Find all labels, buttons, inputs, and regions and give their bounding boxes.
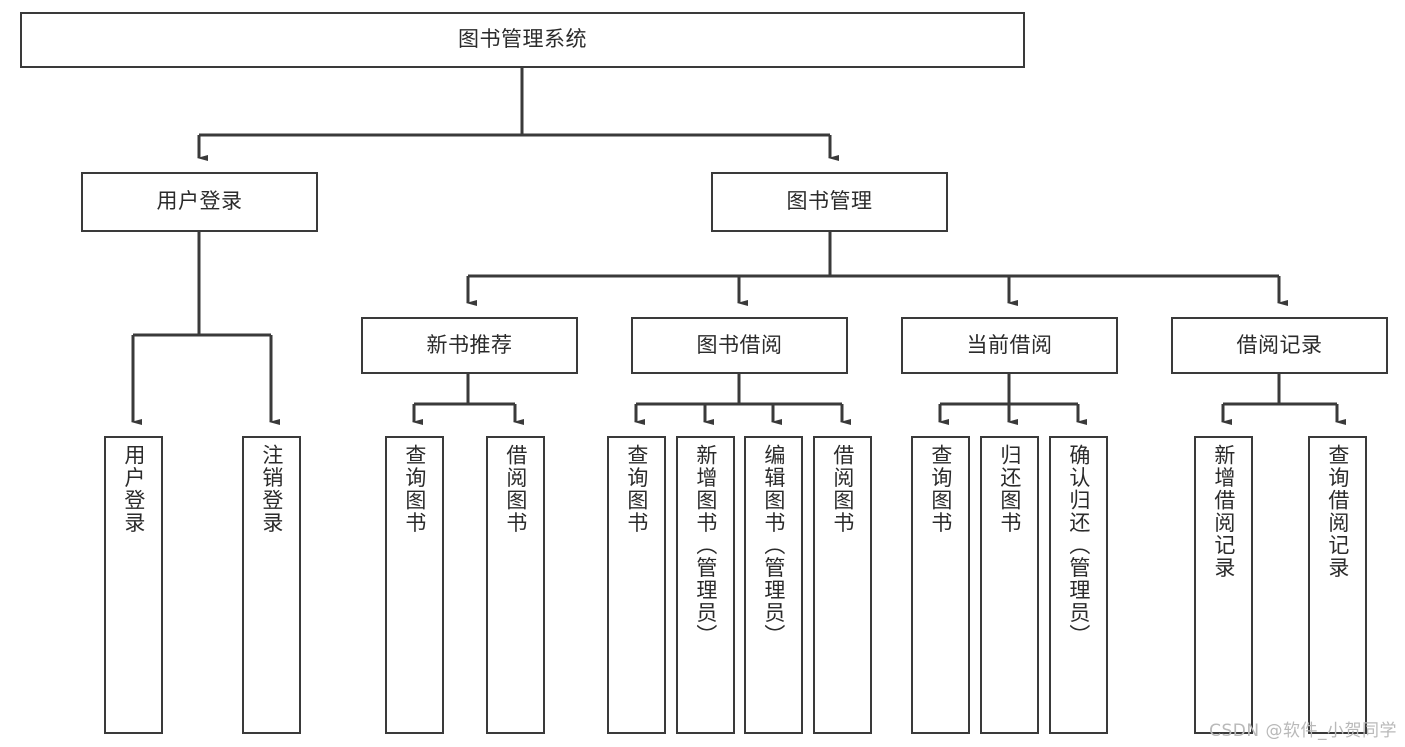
node-leaf-borrow-book-2-label: 借阅图书 [830,444,855,534]
node-borrow-record[interactable]: 借阅记录 [1171,317,1388,374]
node-leaf-query-book-1[interactable]: 查询图书 [385,436,444,734]
node-leaf-logout[interactable]: 注销登录 [242,436,301,734]
node-leaf-user-login-label: 用户登录 [121,444,146,534]
node-leaf-add-record[interactable]: 新增借阅记录 [1194,436,1253,734]
watermark-text: CSDN @软件_小贺同学 [1209,721,1397,741]
node-user-login[interactable]: 用户登录 [81,172,318,232]
node-leaf-query-book-2[interactable]: 查询图书 [607,436,666,734]
node-leaf-query-record-label: 查询借阅记录 [1325,444,1350,579]
node-leaf-confirm-return[interactable]: 确认归还（管理员） [1049,436,1108,734]
node-leaf-edit-book[interactable]: 编辑图书（管理员） [744,436,803,734]
node-leaf-add-book[interactable]: 新增图书（管理员） [676,436,735,734]
node-book-management[interactable]: 图书管理 [711,172,948,232]
node-root-system[interactable]: 图书管理系统 [20,12,1025,68]
node-leaf-return-book[interactable]: 归还图书 [980,436,1039,734]
node-leaf-user-login[interactable]: 用户登录 [104,436,163,734]
node-leaf-edit-book-label: 编辑图书（管理员） [761,444,786,647]
node-leaf-query-book-3[interactable]: 查询图书 [911,436,970,734]
node-book-borrow[interactable]: 图书借阅 [631,317,848,374]
node-new-book-recommend[interactable]: 新书推荐 [361,317,578,374]
node-leaf-confirm-return-label: 确认归还（管理员） [1066,444,1091,647]
node-leaf-borrow-book-1[interactable]: 借阅图书 [486,436,545,734]
node-leaf-query-book-2-label: 查询图书 [624,444,649,534]
node-current-borrow[interactable]: 当前借阅 [901,317,1118,374]
node-leaf-add-book-label: 新增图书（管理员） [693,444,718,647]
node-leaf-logout-label: 注销登录 [259,444,284,534]
node-leaf-borrow-book-2[interactable]: 借阅图书 [813,436,872,734]
node-leaf-query-record[interactable]: 查询借阅记录 [1308,436,1367,734]
node-leaf-query-book-1-label: 查询图书 [402,444,427,534]
node-leaf-borrow-book-1-label: 借阅图书 [503,444,528,534]
node-leaf-query-book-3-label: 查询图书 [928,444,953,534]
node-leaf-add-record-label: 新增借阅记录 [1211,444,1236,579]
node-leaf-return-book-label: 归还图书 [997,444,1022,534]
